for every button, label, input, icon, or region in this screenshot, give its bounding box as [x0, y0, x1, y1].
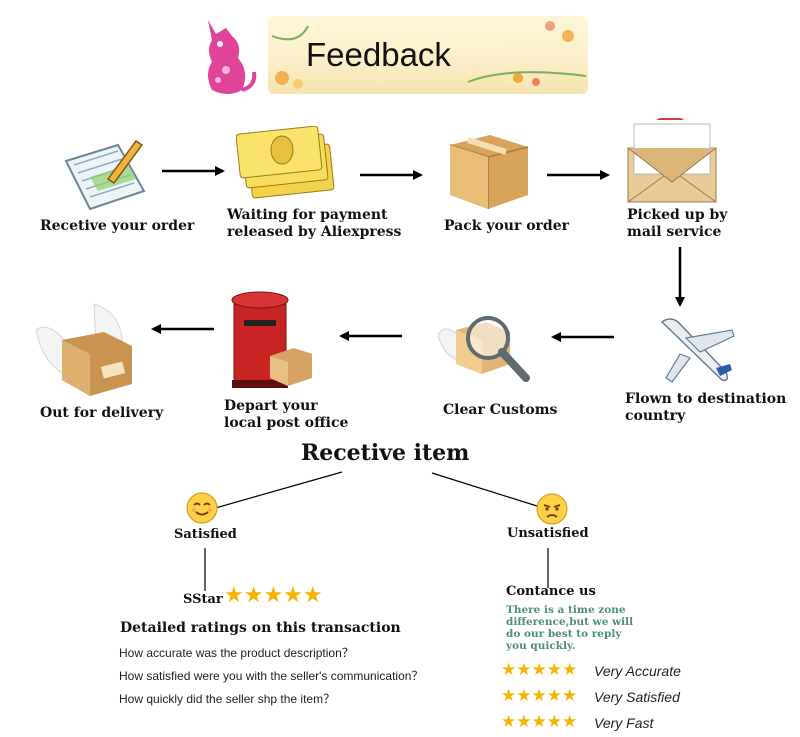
satisfied-label: Satisfied [174, 527, 237, 542]
unsatisfied-label: Unsatisfied [507, 526, 589, 541]
magnifier-box-icon [437, 312, 542, 390]
step-label-customs: Clear Customs [443, 402, 558, 418]
step-label-post-office: Depart your local post office [224, 398, 349, 431]
step-label-waiting-payment: Waiting for payment released by Aliexpre… [227, 207, 402, 240]
step-label-pack-order: Pack your order [444, 218, 570, 234]
step-label-receive-order: Recetive your order [40, 218, 195, 234]
page-title: Feedback [306, 36, 451, 73]
speed-label: Very Fast [594, 715, 654, 731]
accuracy-stars: ★★★★★ [501, 660, 578, 680]
speed-stars: ★★★★★ [501, 712, 578, 732]
question-shipping: How quickly did the seller shp the item？ [119, 692, 336, 706]
accuracy-label: Very Accurate [594, 663, 681, 679]
feedback-banner: Feedback [268, 16, 588, 94]
order-form-icon [60, 135, 150, 215]
step-label-flown: Flown to destination country [625, 391, 787, 424]
post-box-icon [230, 290, 314, 390]
satisfaction-label: Very Satisfied [594, 689, 680, 705]
satisfaction-stars: ★★★★★ [501, 686, 578, 706]
step-label-picked-up: Picked up by mail service [627, 207, 728, 240]
money-icon [235, 125, 338, 208]
envelope-icon [624, 112, 720, 204]
question-communication: How satisfied were you with the seller's… [119, 669, 424, 683]
step-label-out-delivery: Out for delivery [40, 405, 164, 421]
contact-title: Contance us [506, 584, 596, 599]
question-accuracy: How accurate was the product description… [119, 646, 354, 660]
unsatisfied-face-icon [535, 492, 569, 526]
detailed-ratings-title: Detailed ratings on this transaction [120, 620, 401, 636]
sstar-label: SStar [183, 592, 223, 607]
satisfied-face-icon [185, 491, 219, 525]
winged-box-icon [34, 300, 136, 396]
cat-logo [198, 14, 260, 98]
five-star-rating: ★★★★★ [224, 583, 323, 608]
airplane-icon [656, 312, 738, 388]
contact-message: There is a time zone difference,but we w… [506, 604, 634, 652]
receive-item-title: Recetive item [301, 440, 470, 466]
box-icon [444, 131, 534, 213]
